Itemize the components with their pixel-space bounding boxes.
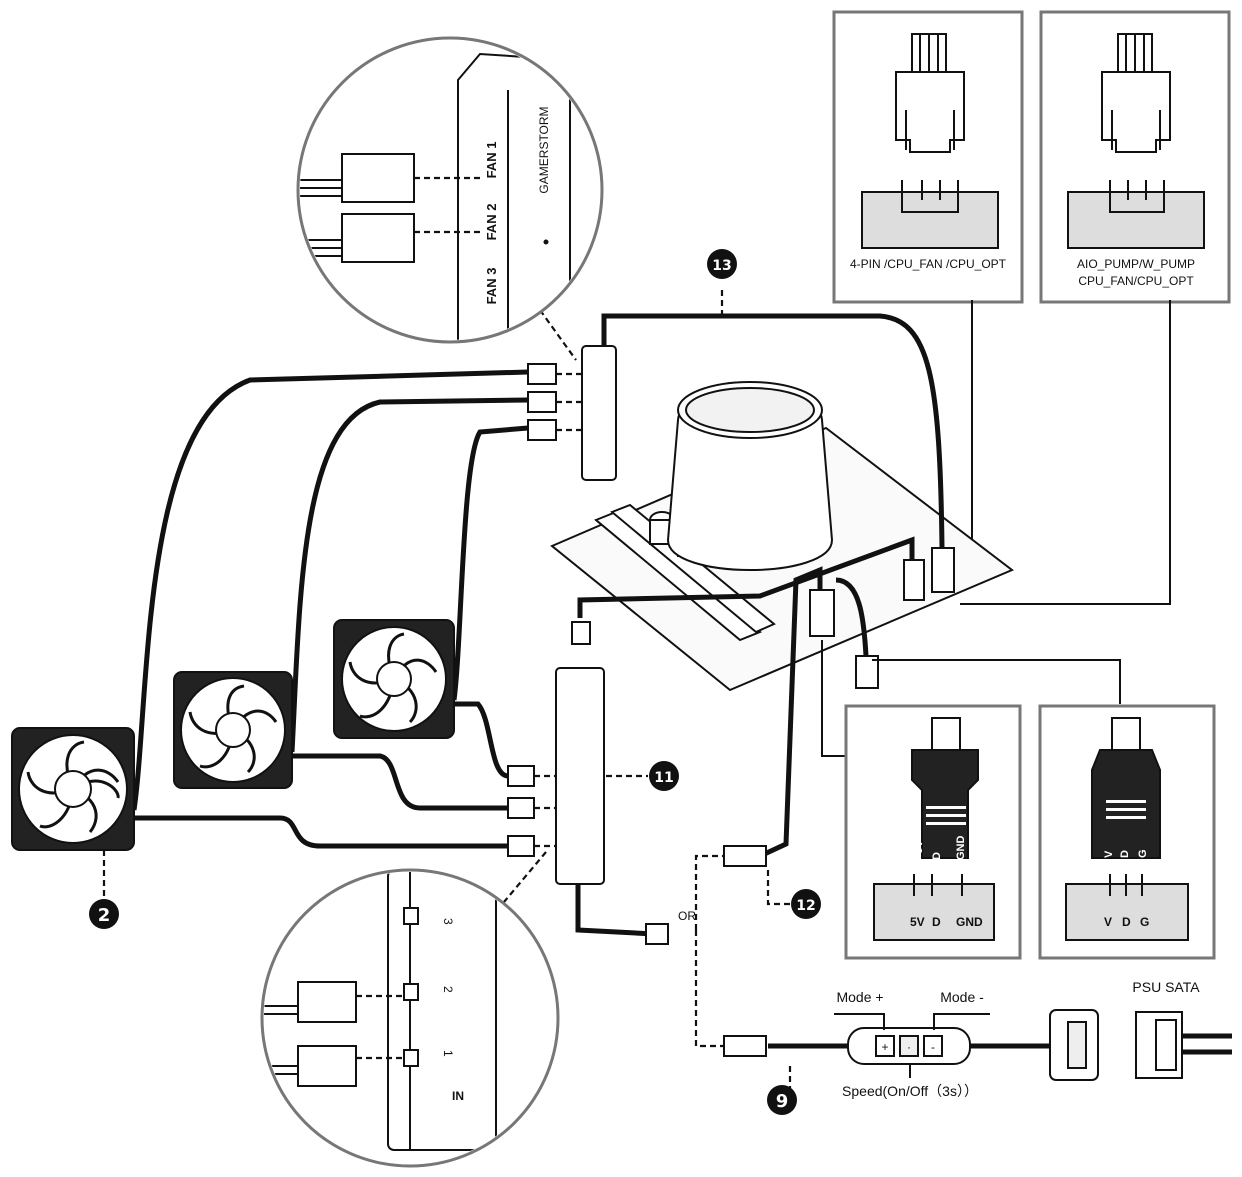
pump-header-label-line1: AIO_PUMP/W_PUMP bbox=[1077, 257, 1195, 271]
callout-9 bbox=[767, 1085, 797, 1115]
rgb5v-header-5v: 5V bbox=[910, 915, 925, 929]
zoom-brand: GAMERSTORM bbox=[537, 106, 551, 193]
rgb-3pin-box: V D G V D G bbox=[1038, 704, 1216, 960]
rgb-connector-9 bbox=[723, 1035, 767, 1057]
rgb5v-pin-d: D bbox=[931, 852, 943, 860]
zoom-bottom-port-3: 3 bbox=[441, 918, 455, 925]
zoom-bottom: 3 2 1 IN bbox=[260, 868, 560, 1168]
zoom-port-3: FAN 3 bbox=[484, 268, 499, 305]
callout-13-text: 13 bbox=[712, 258, 731, 274]
speed-label: Speed(On/Off（3s）） bbox=[842, 1083, 978, 1099]
or-label: OR bbox=[678, 909, 696, 923]
mode-controller: + · - Mode + Mode - Speed(On/Off（3s）） bbox=[834, 989, 990, 1099]
rgb3-header-g: G bbox=[1140, 915, 1149, 929]
svg-text:+: + bbox=[881, 1040, 888, 1054]
fan-large bbox=[11, 727, 135, 851]
rgb3-header-d: D bbox=[1122, 915, 1131, 929]
bottom-fan-hub bbox=[507, 621, 605, 885]
rgb-5v-box: +5V D GND 5V D GND bbox=[844, 704, 1022, 960]
callout-2 bbox=[89, 899, 119, 929]
fan-header-label: 4-PIN /CPU_FAN /CPU_OPT bbox=[850, 257, 1007, 271]
rgb3-header-v: V bbox=[1104, 915, 1112, 929]
fan-small bbox=[333, 619, 455, 739]
callout-9-text: 9 bbox=[776, 1091, 789, 1112]
rgb5v-header-d: D bbox=[932, 915, 941, 929]
fan-header-box: 4-PIN /CPU_FAN /CPU_OPT bbox=[832, 10, 1024, 304]
callout-11-text: 11 bbox=[654, 770, 673, 786]
callout-12-text: 12 bbox=[796, 898, 815, 914]
zoom-port-1: FAN 1 bbox=[484, 142, 499, 179]
mode-minus-label: Mode - bbox=[940, 989, 984, 1005]
svg-text:·: · bbox=[907, 1040, 911, 1054]
fan-medium bbox=[173, 671, 293, 789]
zoom-bottom-port-2: 2 bbox=[441, 986, 455, 993]
rgb3-pin-d: D bbox=[1119, 850, 1131, 858]
zoom-bottom-in: IN bbox=[452, 1089, 464, 1103]
rgb3-pin-v: V bbox=[1103, 850, 1115, 858]
sata-adapter: PSU SATA bbox=[1049, 979, 1200, 1081]
zoom-bottom-port-1: 1 bbox=[441, 1050, 455, 1057]
zoom-top: GAMERSTORM FAN 1 FAN 2 FAN 3 bbox=[296, 36, 604, 344]
callout-11 bbox=[649, 761, 679, 791]
top-fan-hub bbox=[527, 345, 617, 481]
svg-text:-: - bbox=[931, 1040, 935, 1054]
psu-sata-label: PSU SATA bbox=[1132, 979, 1200, 995]
zoom-port-2: FAN 2 bbox=[484, 204, 499, 241]
pump-header-box: AIO_PUMP/W_PUMP CPU_FAN/CPU_OPT bbox=[1039, 10, 1231, 304]
rgb5v-header-gnd: GND bbox=[956, 915, 983, 929]
pump-header-label-line2: CPU_FAN/CPU_OPT bbox=[1078, 274, 1194, 288]
rgb5v-pin-plus5v: +5V bbox=[913, 839, 925, 860]
callout-12 bbox=[791, 889, 821, 919]
or-connector bbox=[645, 923, 669, 945]
callout-2-text: 2 bbox=[98, 905, 111, 926]
callout-13 bbox=[707, 249, 737, 279]
motherboard bbox=[550, 381, 1014, 692]
rgb3-pin-g: G bbox=[1137, 849, 1149, 858]
mode-plus-label: Mode + bbox=[836, 989, 883, 1005]
rgb5v-pin-gnd: GND bbox=[955, 836, 967, 861]
rgb-connector-12 bbox=[723, 845, 767, 867]
